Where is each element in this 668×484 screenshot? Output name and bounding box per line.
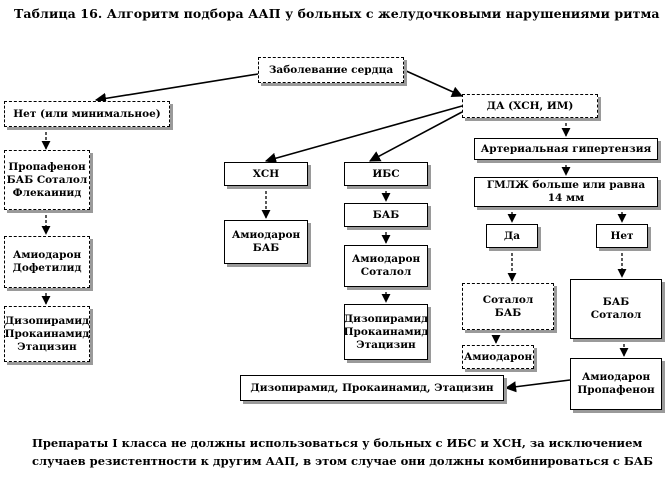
edge-root-no bbox=[94, 73, 259, 104]
node-text-line: Артериальная гипертензия bbox=[480, 142, 652, 155]
node-text-line: Дофетилид bbox=[12, 262, 82, 274]
node-text-line: ДА (ХСН, ИМ) bbox=[486, 99, 574, 112]
node-lvh-yes: Да bbox=[486, 224, 538, 248]
node-text-line: Нет bbox=[610, 229, 634, 242]
node-text-line: БАБ bbox=[372, 208, 400, 221]
node-text-line: Этацизин bbox=[356, 338, 416, 351]
node-text-line: ИБС bbox=[372, 167, 400, 180]
node-lvh-no: Нет bbox=[596, 224, 648, 248]
edge-yes-ibs bbox=[369, 111, 463, 162]
node-no-disease: Нет (или минимальное) bbox=[4, 101, 170, 127]
node-text-line: Этацизин bbox=[17, 340, 77, 353]
footnote-line-1: Препараты I класса не должны использоват… bbox=[32, 436, 643, 450]
node-text-line: Прокаинамид bbox=[4, 327, 90, 340]
node-text-line: Флекаинид bbox=[12, 186, 82, 199]
edge-yes-hsn bbox=[264, 105, 463, 164]
node-text-line: БАБ Соталол bbox=[6, 173, 88, 186]
node-text-line: Дизопирамид bbox=[344, 312, 428, 325]
node-text-line: Соталол bbox=[590, 309, 642, 321]
edge-root-yes bbox=[403, 69, 464, 97]
footnote-line-2: случаев резистентности к другим ААП, в э… bbox=[32, 454, 653, 468]
node-text-line: Амиодарон bbox=[581, 371, 651, 383]
node-text-line: Амиодарон bbox=[351, 253, 421, 265]
node-text-line: Соталол bbox=[482, 293, 534, 306]
node-class1-drugs: Дизопирамид, Прокаинамид, Этацизин bbox=[240, 375, 504, 401]
node-text-line: БАБ bbox=[602, 296, 630, 308]
node-yes-disease: ДА (ХСН, ИМ) bbox=[462, 94, 598, 118]
footnote: Препараты I класса не должны использоват… bbox=[32, 434, 653, 470]
node-text-line: Прокаинамид bbox=[344, 325, 428, 338]
node-text-line: Амиодарон bbox=[463, 350, 533, 363]
node-text-line: ГМЛЖ больше или равна bbox=[486, 179, 646, 191]
node-text-line: 14 мм bbox=[547, 192, 585, 204]
node-text-line: Амиодарон bbox=[231, 229, 301, 241]
edge-no2drugs2-bottom bbox=[504, 379, 571, 393]
node-text-line: Пропафенон bbox=[8, 160, 86, 173]
node-text-line: Соталол bbox=[360, 266, 412, 278]
node-text-line: Амиодарон bbox=[12, 249, 82, 261]
node-hsn: ХСН bbox=[224, 162, 308, 186]
node-text-line: Пропафенон bbox=[577, 384, 655, 396]
node-text-line: Дизопирамид bbox=[4, 314, 90, 327]
node-arterial-hypertension: Артериальная гипертензия bbox=[474, 138, 658, 160]
node-text-line: БАБ bbox=[494, 306, 522, 319]
node-text-line: Да bbox=[503, 229, 521, 242]
node-text-line: Нет (или минимальное) bbox=[13, 107, 161, 120]
node-root: Заболевание сердца bbox=[258, 57, 404, 83]
node-text-line: Заболевание сердца bbox=[268, 63, 394, 76]
node-ibs: ИБС bbox=[344, 162, 428, 186]
page-title: Таблица 16. Алгоритм подбора ААП у больн… bbox=[14, 6, 660, 21]
node-text-line: Дизопирамид, Прокаинамид, Этацизин bbox=[250, 381, 494, 394]
node-lvh-yes-drugs-2: Амиодарон bbox=[462, 345, 534, 369]
node-text-line: ХСН bbox=[252, 167, 280, 180]
node-ibs-bab: БАБ bbox=[344, 203, 428, 227]
node-text-line: БАБ bbox=[252, 242, 280, 254]
